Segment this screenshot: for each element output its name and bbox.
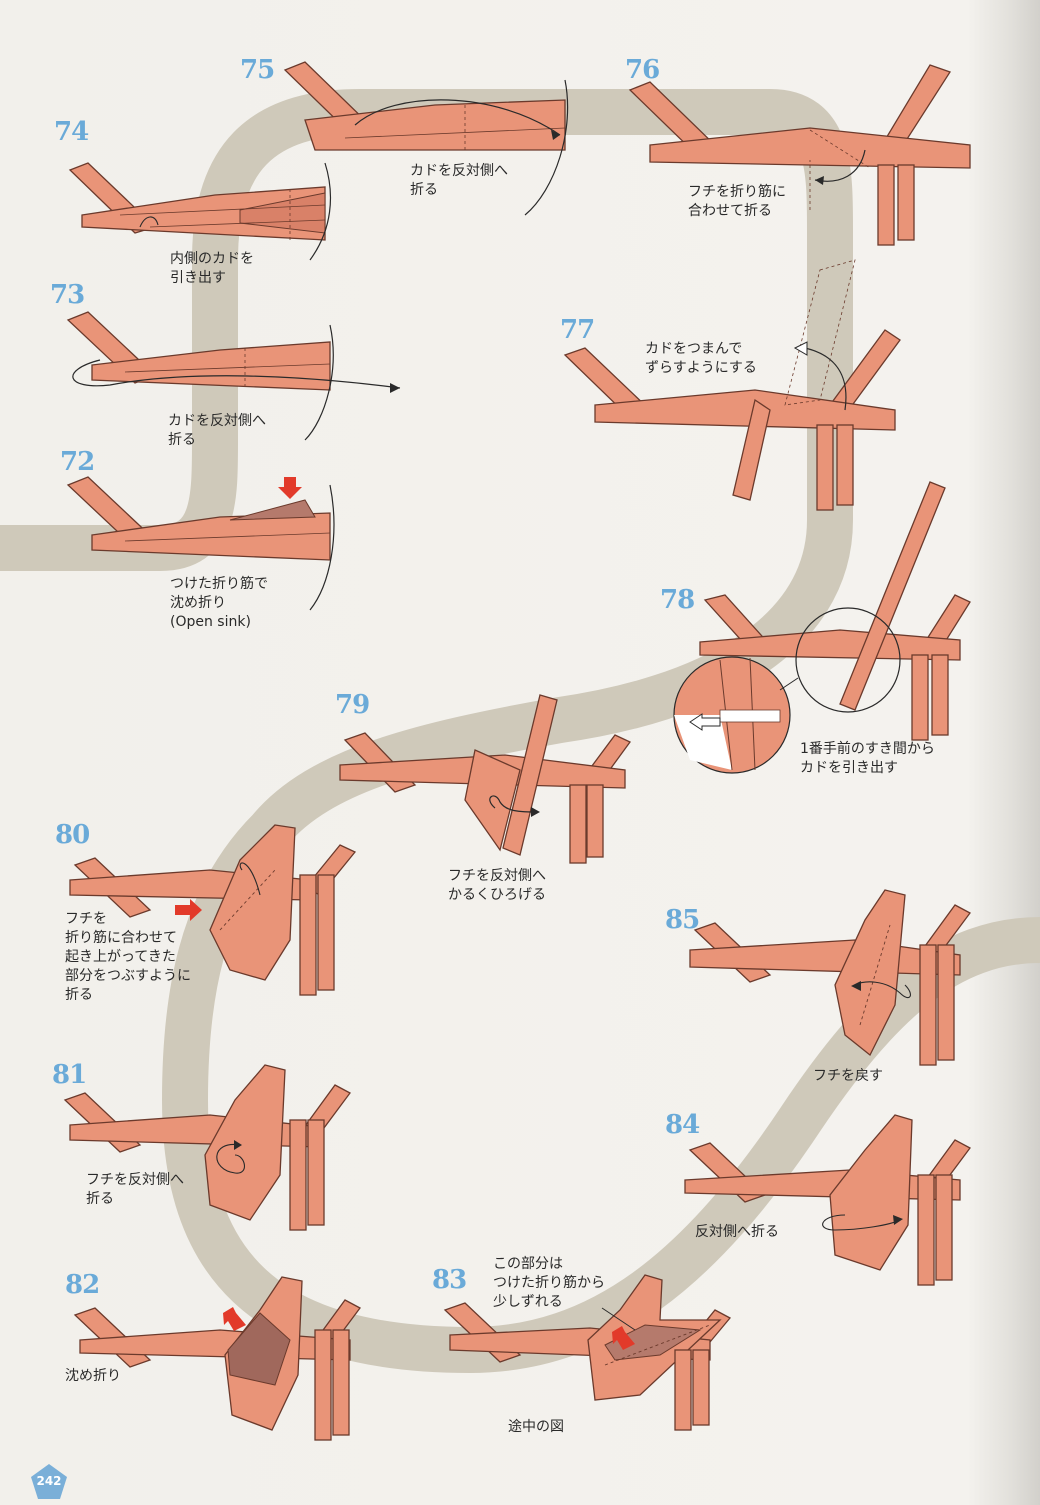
step-caption: 内側のカドを 引き出す (170, 251, 254, 286)
step-number: 78 (660, 585, 695, 615)
origami-diagram (443, 1274, 732, 1431)
step-caption: 沈め折り (65, 1368, 121, 1384)
origami-diagram (68, 162, 332, 261)
origami-diagram (66, 311, 401, 441)
step-79: 79 フチを反対側へ かるくひろげる (325, 690, 655, 920)
origami-diagram (673, 481, 971, 774)
step-number: 81 (52, 1060, 87, 1090)
pentagon-badge-shape (31, 1464, 67, 1499)
step-77: 77 カドをつまんで ずらすようにする (555, 259, 915, 520)
step-number: 77 (560, 315, 595, 345)
step-85: 85 フチを戻す (665, 885, 995, 1095)
step-number: 85 (665, 905, 700, 935)
step-number: 74 (54, 117, 89, 147)
step-72: 72 つけた折り筋で 沈め折り (Open sink) (40, 445, 360, 645)
origami-diagram (69, 824, 357, 996)
origami-diagram (339, 694, 631, 864)
step-74: 74 内側のカドを 引き出す (40, 115, 360, 295)
origami-diagram (283, 61, 569, 216)
step-caption: フチを反対側へ かるくひろげる (448, 868, 546, 903)
step-number: 83 (432, 1265, 467, 1295)
step-number: 76 (625, 55, 660, 85)
step-number: 79 (335, 690, 370, 720)
step-76: 76 フチを折り筋に 合わせて折る (610, 50, 990, 250)
step-84: 84 反対側へ折る (660, 1105, 990, 1305)
step-caption: カドを反対側へ 折る (168, 413, 266, 448)
step-73: 73 カドを反対側へ 折る (40, 280, 420, 450)
origami-diagram (73, 1276, 361, 1441)
step-number: 73 (50, 280, 85, 310)
origami-diagram (684, 1114, 971, 1286)
step-caption: フチを戻す (813, 1068, 883, 1084)
step-80: 80 フチを 折り筋に合わせて 起き上がってきた 部分をつぶすように 折る (50, 820, 370, 1020)
step-number: 75 (240, 55, 275, 85)
origami-diagram (66, 476, 335, 611)
step-caption: 1番手前のすき間から カドを引き出す (800, 741, 935, 776)
step-78: 78 1番手前のすき間から カドを引き出す (660, 470, 1000, 790)
step-number: 80 (55, 820, 90, 850)
page-number-badge: 242 (30, 1463, 68, 1501)
origami-diagram (689, 889, 971, 1066)
step-subcaption: 途中の図 (508, 1419, 564, 1435)
origami-diagram (563, 259, 901, 511)
step-caption: フチを 折り筋に合わせて 起き上がってきた 部分をつぶすように 折る (65, 911, 191, 1003)
step-82: 82 沈め折り (50, 1265, 390, 1465)
step-caption: フチを折り筋に 合わせて折る (688, 184, 786, 219)
step-caption: つけた折り筋で 沈め折り (Open sink) (170, 576, 268, 630)
origami-diagram (63, 1064, 351, 1231)
step-number: 82 (65, 1270, 100, 1300)
page-number: 242 (36, 1474, 62, 1488)
origami-diagram (628, 64, 971, 246)
step-caption: フチを反対側へ 折る (86, 1172, 184, 1207)
step-83: 83 この部分は つけた折り筋から 少しずれる 途中の図 (420, 1250, 750, 1460)
step-number: 84 (665, 1110, 700, 1140)
step-81: 81 フチを反対側へ 折る (50, 1055, 370, 1245)
step-caption: カドをつまんで ずらすようにする (645, 341, 757, 376)
step-caption: 反対側へ折る (695, 1224, 779, 1240)
step-caption: この部分は つけた折り筋から 少しずれる (493, 1256, 605, 1310)
step-number: 72 (60, 447, 95, 477)
step-caption: カドを反対側へ 折る (410, 163, 508, 198)
step-75: 75 カドを反対側へ 折る (235, 50, 595, 220)
